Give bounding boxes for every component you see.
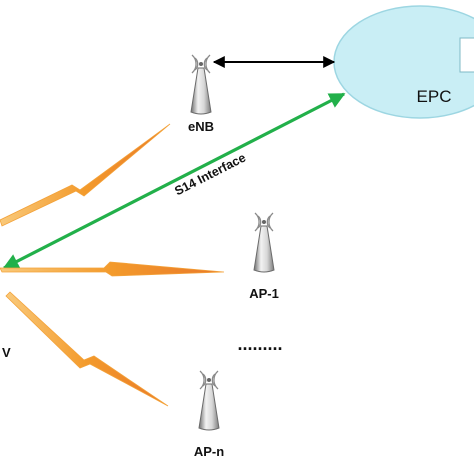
lightning-link-icon: [0, 123, 171, 227]
enb-tower: eNB: [188, 54, 214, 134]
antenna-tower-icon: [253, 212, 275, 273]
apn-label: AP-n: [194, 444, 224, 459]
ap1-tower: AP-1: [249, 212, 279, 301]
s14-interface-link: [2, 92, 346, 270]
cloud-inner-box: [459, 37, 474, 73]
antenna-tower-icon: [198, 370, 220, 431]
lightning-link-icon: [5, 291, 169, 407]
apn-tower: AP-n: [194, 370, 224, 459]
enb-label: eNB: [188, 119, 214, 134]
lightning-link-icon: [0, 261, 225, 277]
ue-partial-label: V: [2, 345, 11, 360]
epc-label: EPC: [417, 87, 452, 106]
antenna-tower-icon: [190, 54, 212, 115]
wireless-link-enb: [0, 123, 171, 227]
cloud-icon: [333, 5, 474, 119]
wireless-link-apn: [5, 291, 169, 407]
more-aps-ellipsis: .........: [237, 334, 282, 354]
wireless-link-ap1: [0, 261, 225, 277]
epc-cloud: EPC: [333, 5, 474, 119]
ap1-label: AP-1: [249, 286, 279, 301]
